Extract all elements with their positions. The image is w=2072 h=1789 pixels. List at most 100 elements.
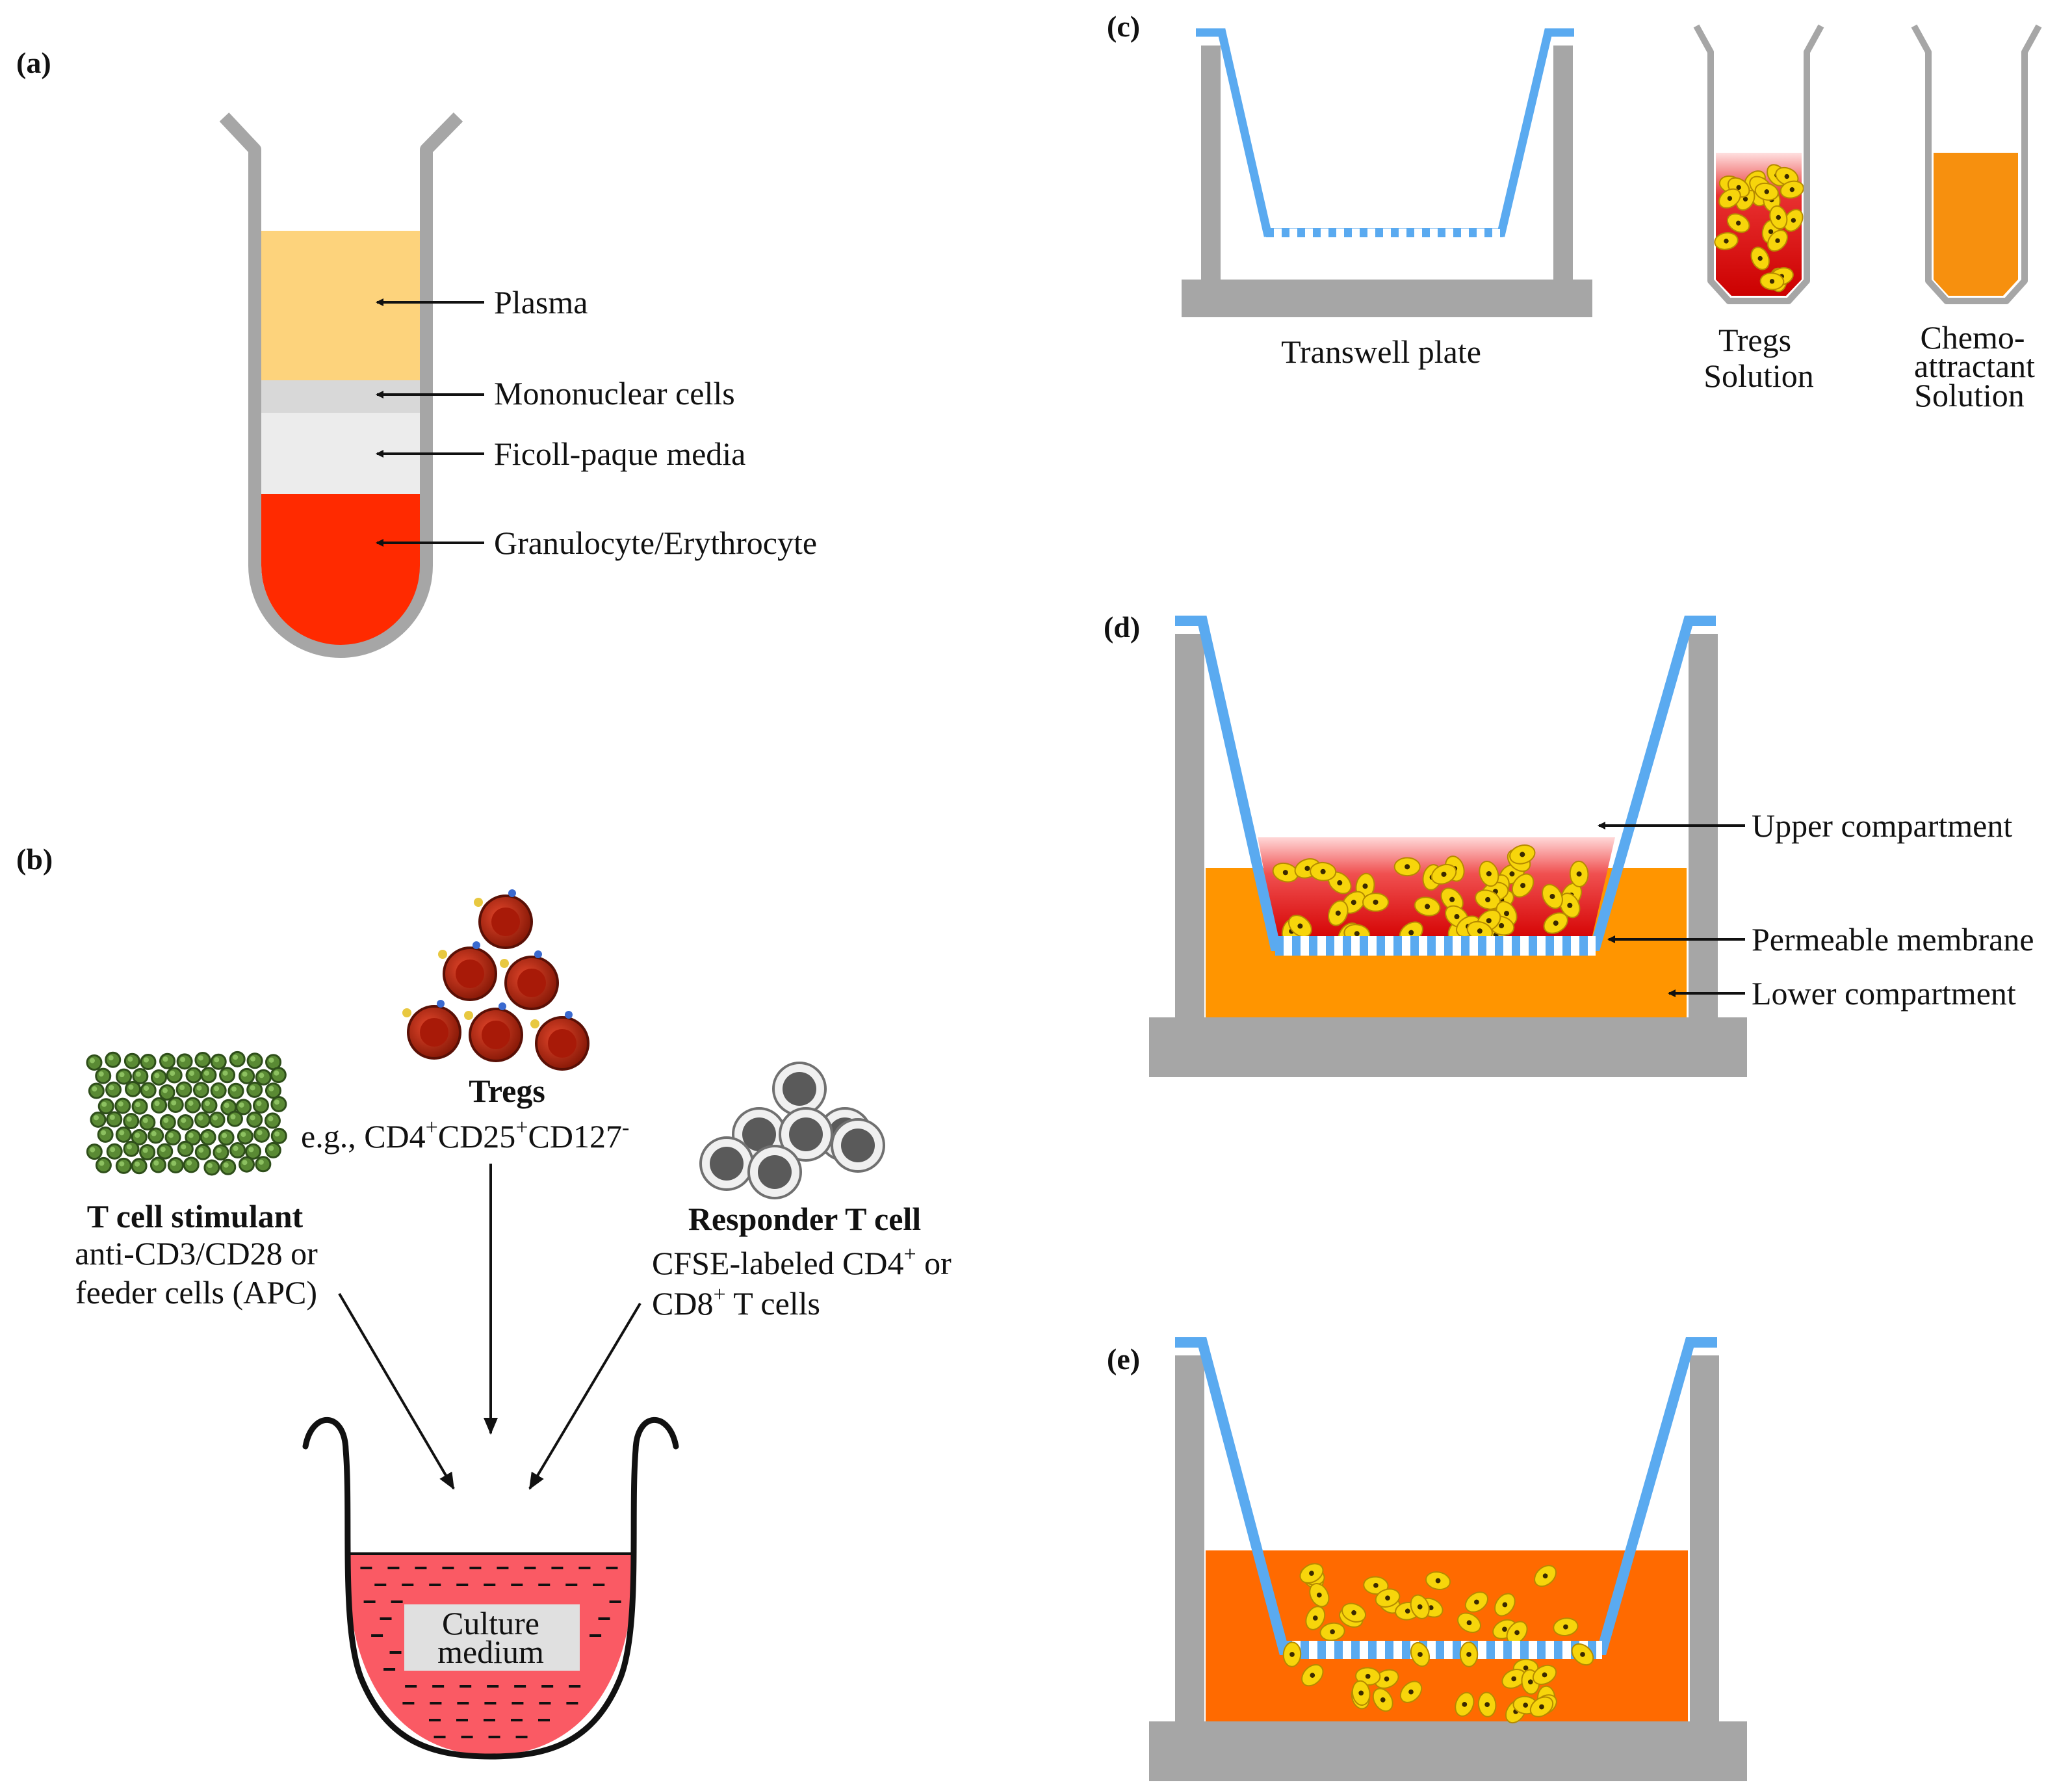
label-stim-title: T cell stimulant bbox=[87, 1198, 304, 1234]
medium-dash bbox=[538, 1719, 550, 1721]
density-gradient-tube bbox=[219, 112, 463, 658]
migrating-treg-cell bbox=[1718, 188, 1741, 209]
panel-label-c: (c) bbox=[1107, 10, 1140, 43]
stimulant-bead bbox=[97, 1098, 114, 1115]
stimulant-bead bbox=[185, 1129, 201, 1146]
stimulant-bead bbox=[115, 1126, 132, 1143]
migrating-treg-cell bbox=[1783, 209, 1804, 232]
medium-dash bbox=[456, 1719, 469, 1721]
migrating-treg-cell bbox=[1328, 900, 1349, 926]
medium-dash bbox=[363, 1600, 376, 1603]
migrating-treg-cell bbox=[1759, 272, 1785, 291]
tube-wall bbox=[219, 112, 463, 658]
medium-dash bbox=[538, 1584, 550, 1586]
stimulant-bead bbox=[270, 1127, 287, 1144]
medium-dash bbox=[360, 1567, 372, 1569]
tregs-solution-tube bbox=[1693, 24, 1824, 304]
stimulant-bead bbox=[159, 1084, 175, 1101]
stimulant-bead bbox=[237, 1128, 253, 1145]
migrating-treg-cell bbox=[1750, 246, 1770, 270]
stimulant-bead bbox=[106, 1111, 123, 1128]
medium-dash bbox=[469, 1567, 482, 1569]
medium-dash bbox=[514, 1685, 526, 1688]
migrating-treg-cell bbox=[1543, 912, 1568, 934]
stimulant-bead bbox=[213, 1144, 229, 1161]
migrating-treg-cell bbox=[1511, 873, 1535, 898]
stimulant-bead bbox=[105, 1051, 122, 1068]
panel-label-a: (a) bbox=[16, 46, 51, 79]
label-ficoll: Ficoll-paque media bbox=[494, 436, 745, 472]
migrating-treg-cell bbox=[1327, 871, 1352, 894]
stimulant-bead bbox=[229, 1051, 246, 1067]
stimulant-bead bbox=[246, 1052, 263, 1069]
medium-dash bbox=[566, 1702, 578, 1704]
migrating-treg-cell bbox=[1319, 1622, 1345, 1641]
culture-well: Culture medium bbox=[302, 1417, 679, 1760]
stimulant-bead bbox=[239, 1067, 255, 1084]
medium-dash bbox=[551, 1567, 563, 1569]
migrating-treg-cell bbox=[1272, 862, 1299, 883]
migrating-treg-cell bbox=[1425, 1571, 1451, 1591]
migrating-treg-cell bbox=[1726, 213, 1750, 233]
panel-label-e: (e) bbox=[1107, 1342, 1140, 1376]
migrating-treg-cell bbox=[1410, 1641, 1431, 1667]
migrating-treg-cell bbox=[1464, 1591, 1489, 1613]
stimulant-bead bbox=[131, 1129, 148, 1145]
stimulant-bead bbox=[124, 1080, 141, 1097]
migrating-treg-cell bbox=[1767, 229, 1789, 252]
stimulant-bead bbox=[106, 1143, 123, 1160]
medium-dash bbox=[515, 1736, 528, 1738]
migrating-treg-cell bbox=[1714, 232, 1739, 250]
stimulant-bead bbox=[149, 1156, 166, 1173]
stimulant-bead bbox=[235, 1099, 252, 1116]
label-chemo-2: attractant bbox=[1914, 348, 2035, 384]
medium-dash bbox=[383, 1668, 396, 1671]
medium-dash bbox=[569, 1685, 581, 1688]
stimulant-bead bbox=[177, 1140, 194, 1157]
stimulant-bead bbox=[167, 1097, 184, 1114]
stimulant-bead bbox=[159, 1052, 176, 1069]
medium-dash bbox=[565, 1584, 578, 1586]
medium-dash bbox=[487, 1685, 499, 1688]
medium-dash bbox=[391, 1600, 403, 1603]
stimulant-bead bbox=[200, 1067, 217, 1084]
stimulant-bead bbox=[209, 1111, 226, 1128]
medium-dash bbox=[593, 1584, 605, 1586]
transwell-assay-migrated bbox=[1149, 1337, 1747, 1781]
stimulant-bead bbox=[246, 1111, 263, 1128]
medium-dash bbox=[387, 1567, 400, 1569]
migrating-treg-cell bbox=[1410, 1594, 1430, 1619]
stimulant-bead bbox=[176, 1053, 193, 1070]
label-lower-compartment: Lower compartment bbox=[1752, 975, 2016, 1012]
medium-dash bbox=[512, 1702, 524, 1704]
stimulant-bead bbox=[252, 1097, 269, 1114]
medium-dash bbox=[374, 1584, 387, 1586]
label-upper-compartment: Upper compartment bbox=[1752, 807, 2012, 844]
migrating-treg-cell bbox=[1571, 1643, 1594, 1666]
migrating-treg-cell bbox=[1341, 1602, 1367, 1623]
medium-dashes bbox=[360, 1567, 621, 1738]
stimulant-bead bbox=[175, 1081, 192, 1098]
stimulant-bead bbox=[201, 1097, 218, 1114]
medium-dash bbox=[456, 1584, 469, 1586]
migrating-treg-cell bbox=[1299, 1563, 1324, 1584]
migrating-treg-cell bbox=[1477, 1691, 1497, 1717]
stimulant-bead bbox=[123, 1113, 140, 1130]
plasma-layer bbox=[261, 231, 421, 380]
medium-dash bbox=[415, 1567, 427, 1569]
medium-dash bbox=[430, 1702, 442, 1704]
label-transwell: Transwell plate bbox=[1281, 333, 1481, 370]
stimulant-bead bbox=[218, 1129, 235, 1146]
medium-dash bbox=[511, 1584, 523, 1586]
stimulant-beads-cluster bbox=[86, 1051, 287, 1176]
stimulant-bead bbox=[166, 1067, 183, 1084]
medium-dash bbox=[460, 1685, 472, 1688]
label-tregs-solution-1: Tregs bbox=[1718, 322, 1791, 358]
stimulant-bead bbox=[140, 1082, 157, 1099]
medium-dash bbox=[457, 1702, 469, 1704]
stimulant-bead bbox=[253, 1126, 270, 1143]
migrating-treg-cell bbox=[1754, 182, 1779, 201]
stimulant-bead bbox=[139, 1144, 156, 1161]
stimulant-bead bbox=[246, 1081, 263, 1098]
